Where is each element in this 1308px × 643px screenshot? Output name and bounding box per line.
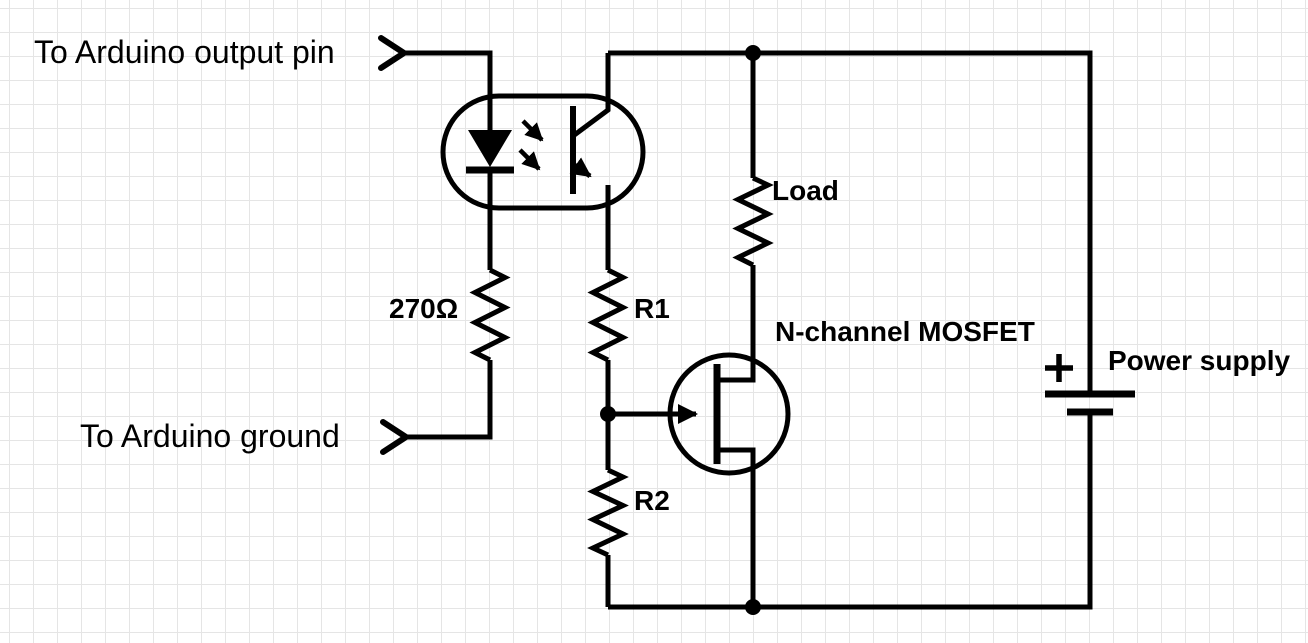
wire-bottom-rail (608, 415, 1093, 610)
load-resistor (732, 175, 774, 268)
led-triangle-icon (468, 130, 512, 167)
label-load: Load (772, 175, 839, 206)
led-resistor (469, 267, 511, 363)
battery (1045, 354, 1135, 416)
resistor-zigzag (469, 267, 511, 363)
wire-output-to-led (404, 50, 493, 130)
junction-dot-top-load (745, 45, 761, 61)
connector-output-pin (378, 35, 407, 71)
label-arduino-ground: To Arduino ground (80, 418, 340, 454)
optocoupler-body (440, 93, 646, 211)
label-r2: R2 (634, 485, 670, 516)
wire-resistor-to-ground (406, 360, 493, 440)
connector-ground (380, 419, 409, 455)
resistor-zigzag (732, 175, 774, 268)
r1-resistor (587, 267, 629, 363)
label-led-resistor-value: 270Ω (389, 293, 459, 324)
light-arrows-icon (518, 119, 544, 171)
phototransistor-emitter-arrow (569, 157, 592, 179)
r2-resistor (587, 467, 629, 558)
connector-chevron-icon (380, 419, 409, 455)
mosfet (608, 265, 791, 607)
junction-dot-bottom-source (745, 599, 761, 615)
phototransistor (569, 53, 611, 194)
label-power-supply: Power supply (1108, 345, 1291, 376)
label-r1: R1 (634, 293, 670, 324)
resistor-zigzag (587, 467, 629, 558)
label-mosfet: N-channel MOSFET (775, 316, 1035, 347)
resistor-zigzag (587, 267, 629, 363)
connector-chevron-icon (378, 35, 407, 71)
mosfet-source-wire (717, 447, 756, 607)
wire-top-rail (608, 50, 1093, 391)
junction-dot-gate (600, 406, 616, 422)
phototransistor-collector (571, 53, 611, 139)
label-arduino-output-pin: To Arduino output pin (34, 34, 335, 70)
optocoupler (440, 53, 646, 270)
mosfet-drain-wire (717, 265, 756, 383)
battery-plus-sign (1045, 354, 1073, 382)
